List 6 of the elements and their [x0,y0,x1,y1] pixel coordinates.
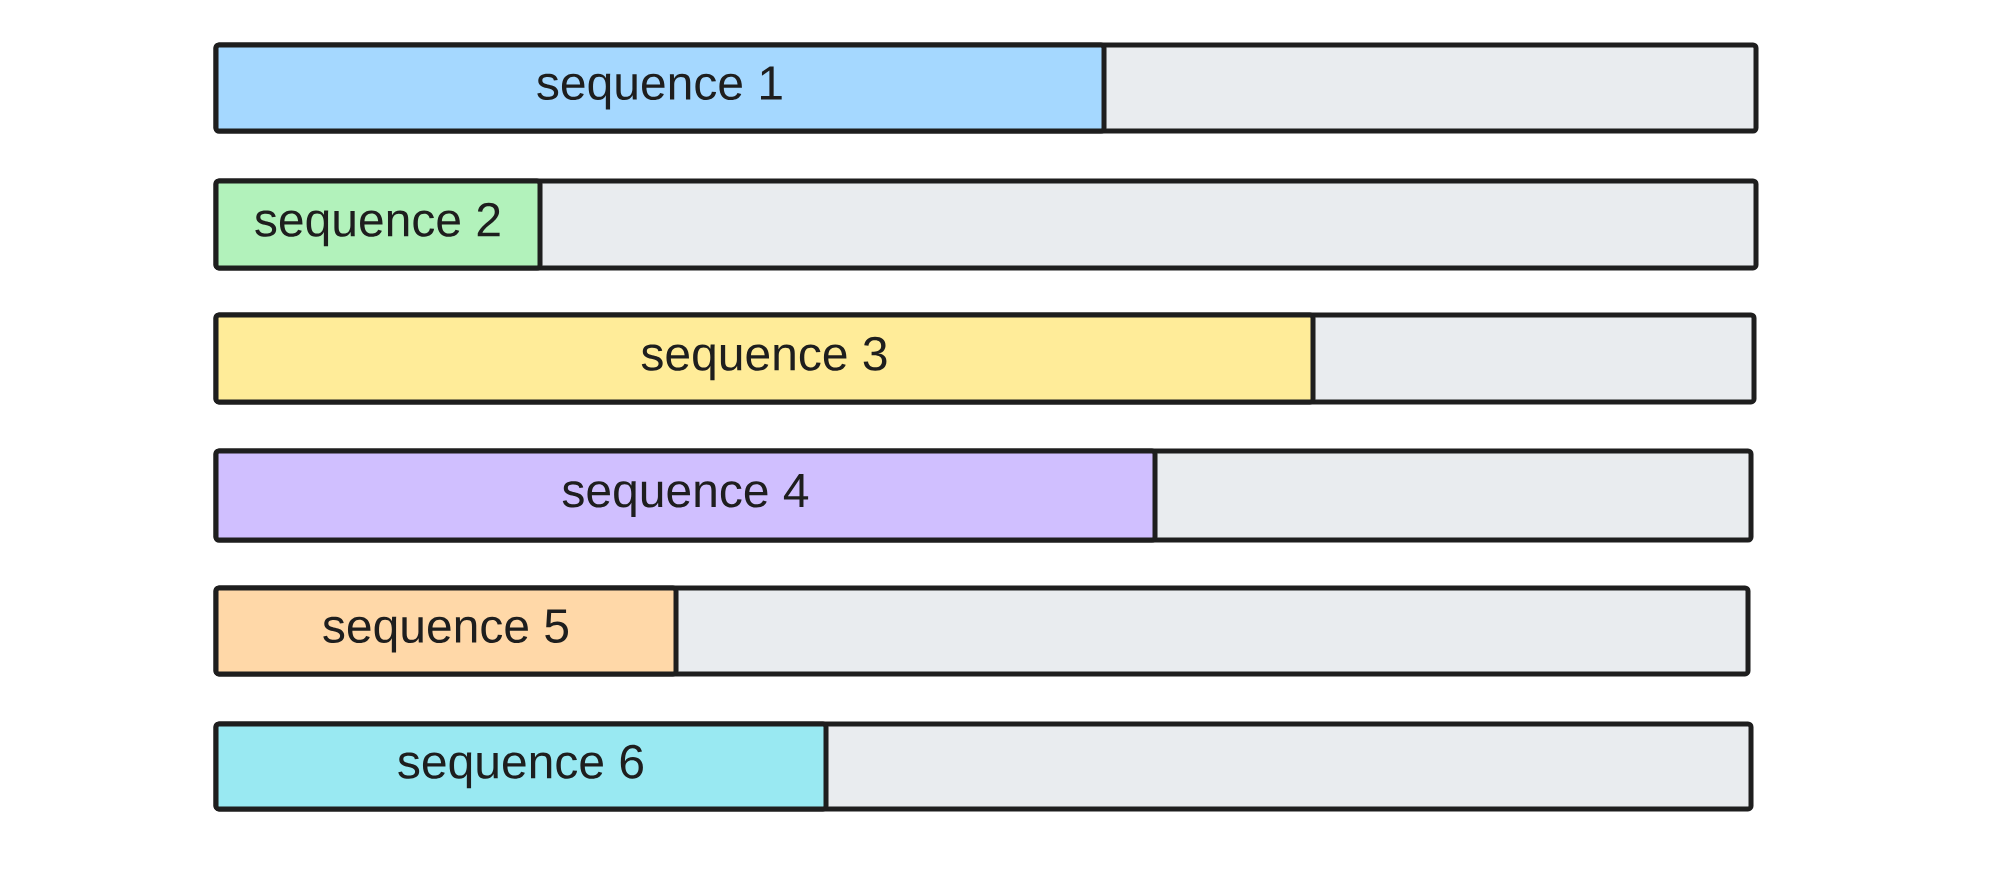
filled-bar-segment: sequence 2 [213,178,543,271]
filled-bar-segment: sequence 6 [213,721,829,812]
filled-bar-segment: sequence 4 [213,448,1158,543]
filled-bar-segment: sequence 5 [213,585,679,677]
filled-bar-segment: sequence 3 [213,312,1316,405]
filled-bar-segment: sequence 1 [213,42,1107,134]
